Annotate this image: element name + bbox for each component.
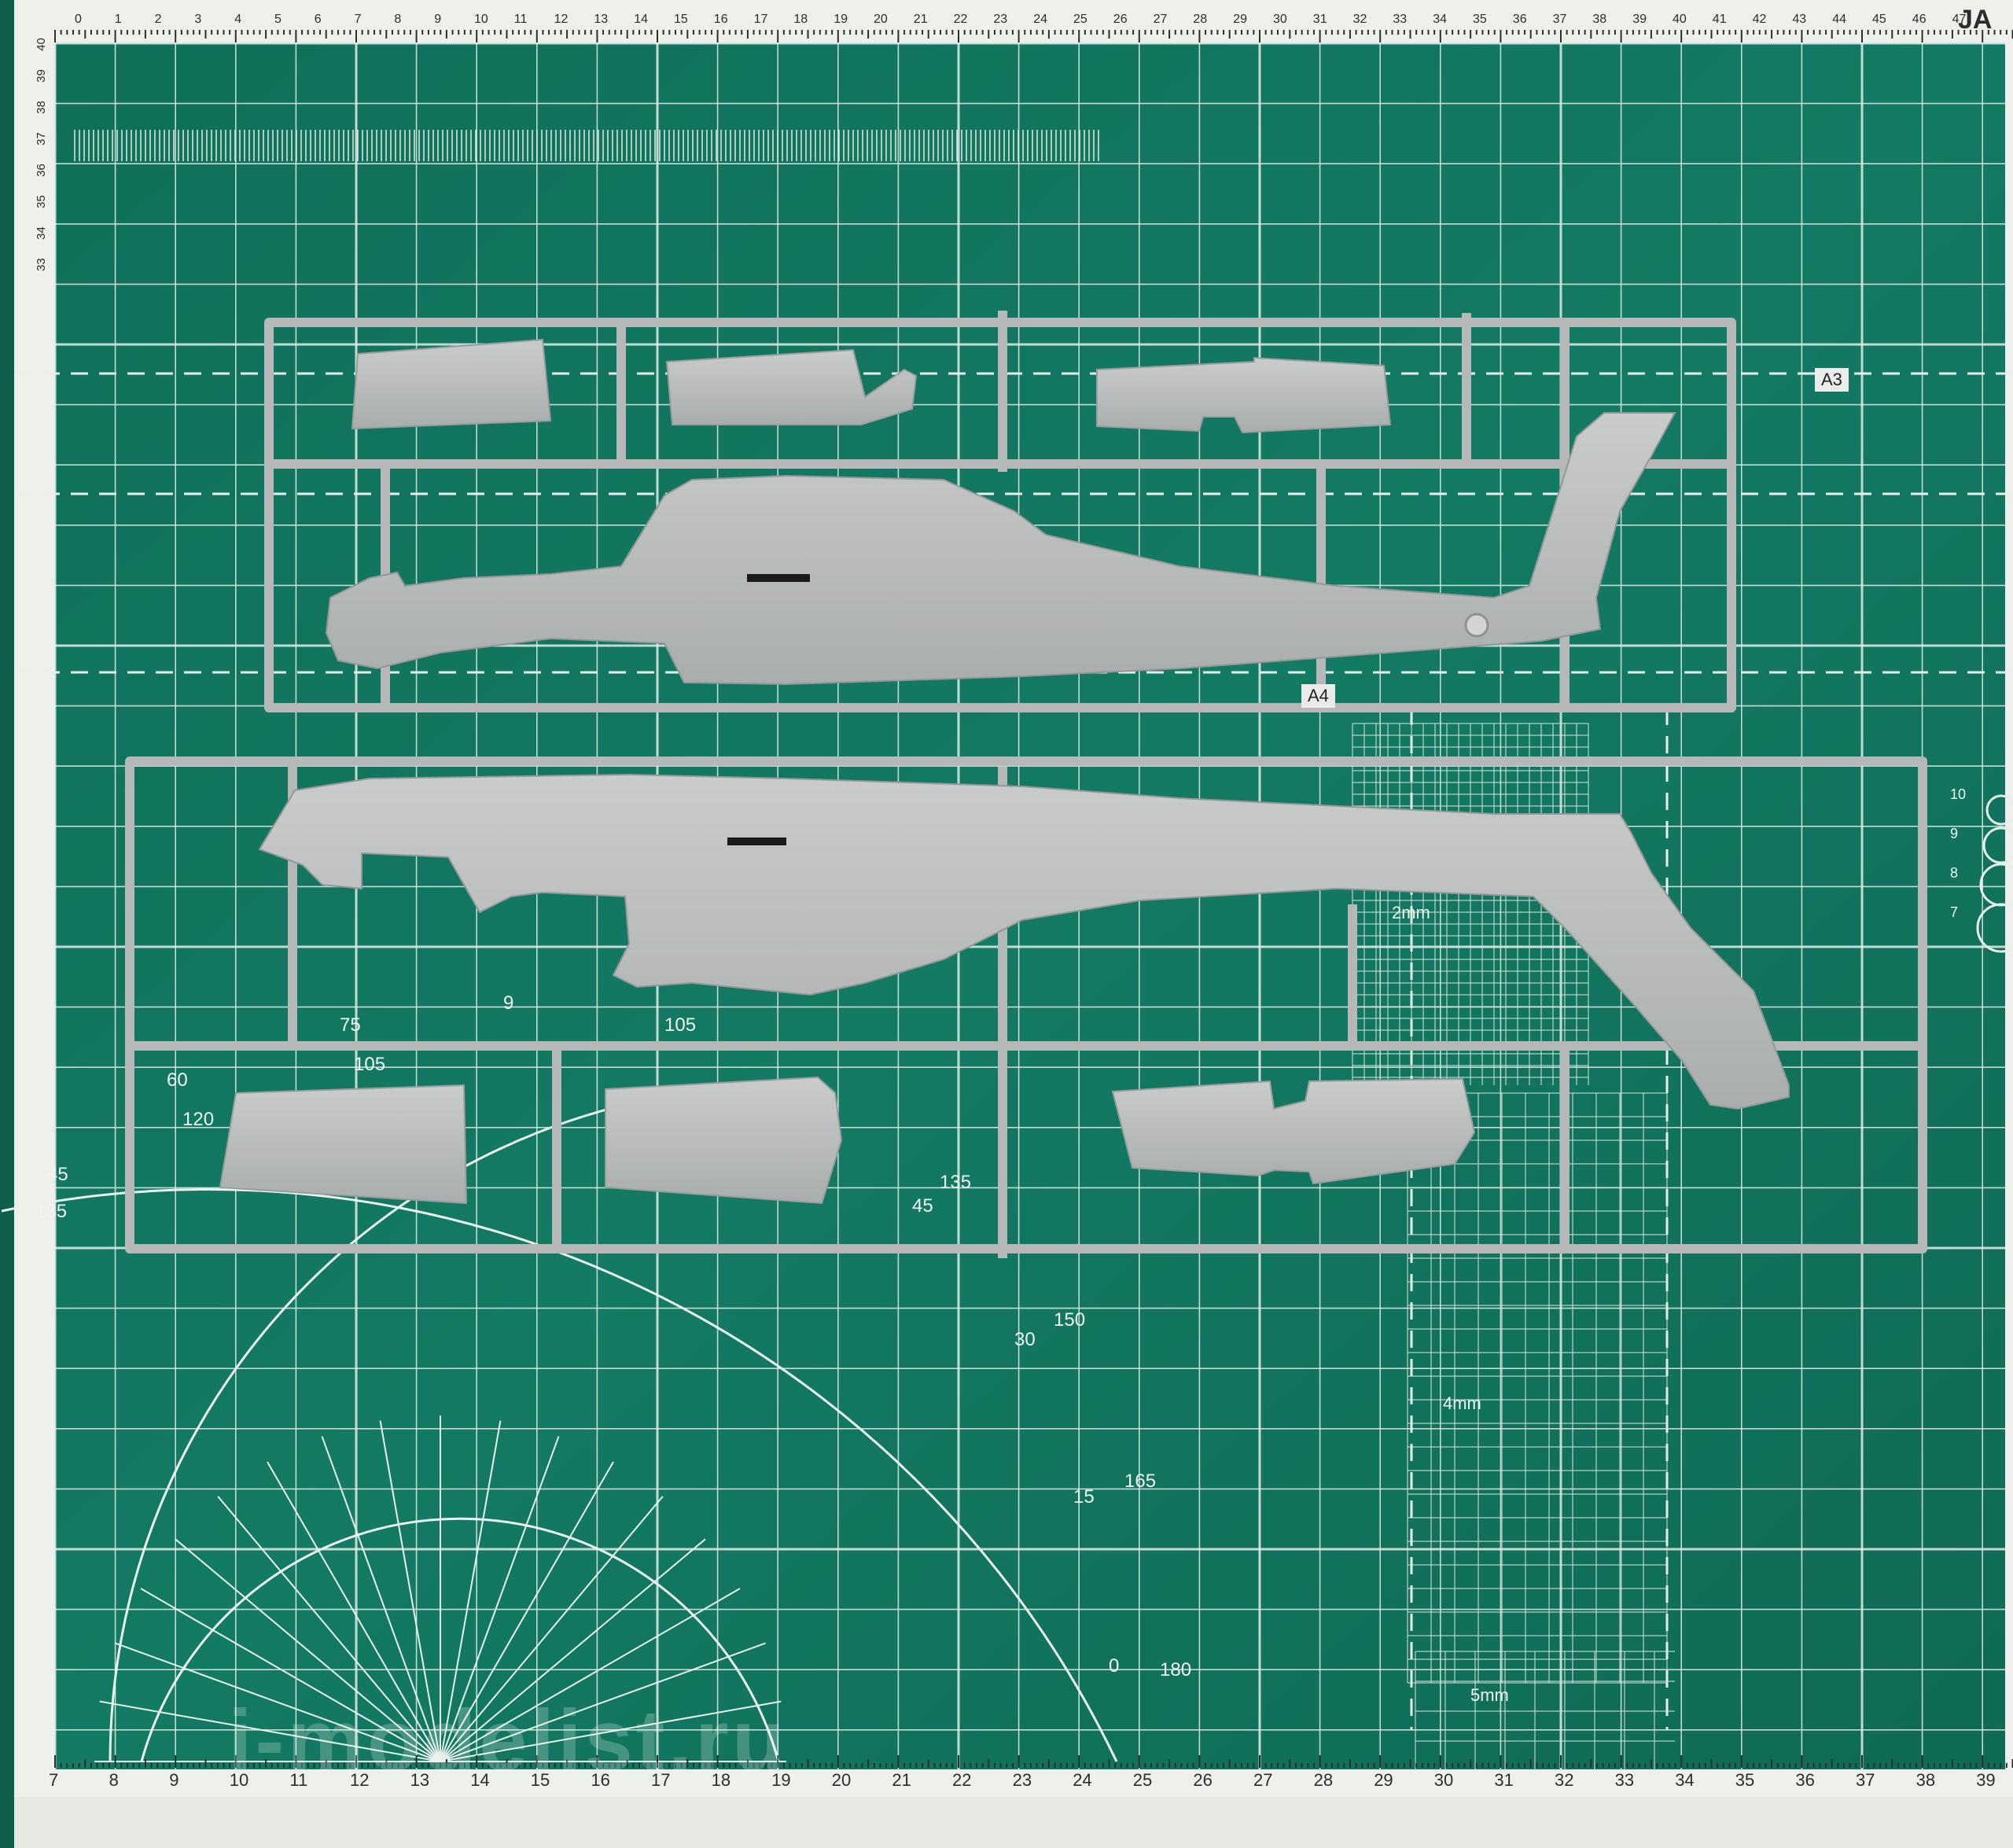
hatched-scale-band [74,130,1099,161]
sprue-upper [264,311,1736,712]
fuselage-half-upper [325,412,1676,686]
upper-small-parts [351,338,1392,434]
panel-part-upper-2 [665,348,918,425]
sprue-lower [125,757,1927,1258]
protractor-rays [94,1415,786,1762]
panel-part-lower-2 [605,1076,843,1205]
fuselage-slot-lower [727,837,786,845]
circle-templates [1976,794,2013,953]
fuselage-half-lower [258,773,1790,1110]
hub-upper [1464,613,1489,638]
wing-part-upper [1096,356,1392,434]
lower-small-parts [219,1076,1476,1205]
mat-edge-strip [0,1797,2013,1848]
fuselage-slot-upper [747,574,810,582]
panel-part-lower-1 [219,1084,468,1205]
wing-part-lower [1111,1077,1476,1185]
left-edge-strip [0,0,14,1848]
panel-part-upper-1 [351,338,552,430]
